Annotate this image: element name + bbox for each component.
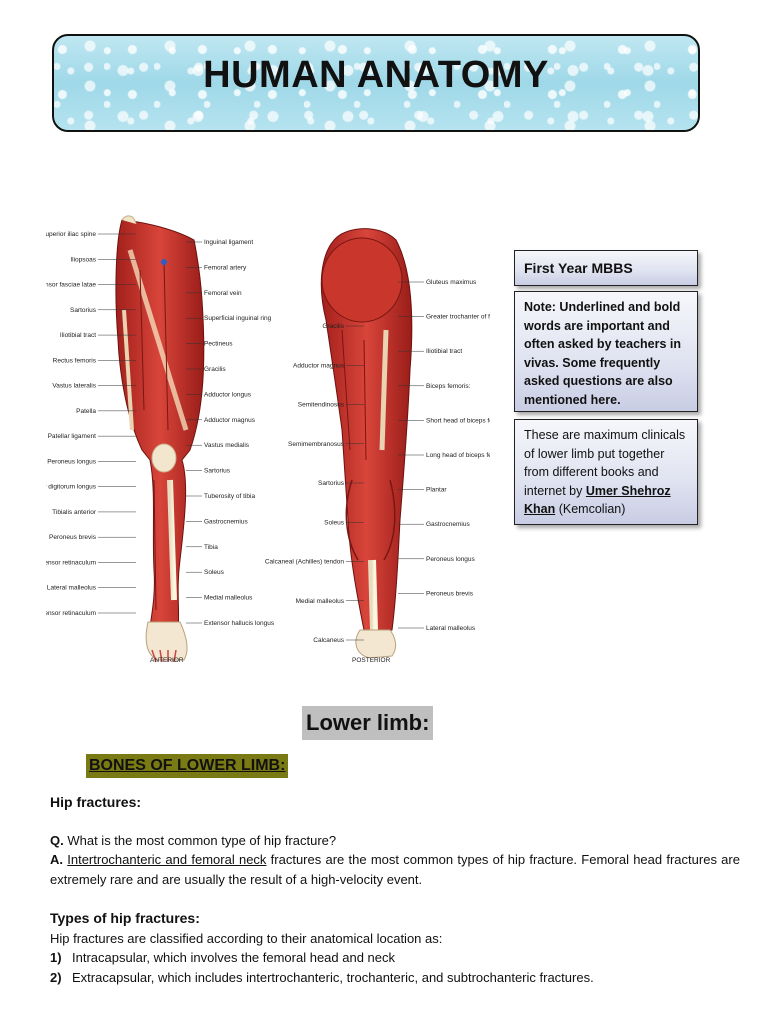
question-label: Q.: [50, 833, 64, 848]
question: Q. What is the most common type of hip f…: [50, 831, 740, 851]
anatomy-label: Gracilis: [204, 366, 226, 373]
list-item-text: Extracapsular, which includes intertroch…: [72, 969, 594, 985]
anatomy-label: Pectineus: [204, 341, 233, 348]
credits-box: These are maximum clinicals of lower lim…: [514, 419, 698, 525]
list-item: 2) Extracapsular, which includes intertro…: [50, 968, 740, 988]
anatomy-label: Lateral malleolus: [47, 585, 97, 592]
list-item-number: 2): [50, 969, 62, 985]
anatomy-label: Peroneus brevis: [49, 534, 97, 541]
anatomy-label: Patellar ligament: [48, 433, 97, 440]
anatomy-label: Anterior superior iliac spine: [46, 231, 96, 238]
anatomy-label: Extensor hallucis longus: [204, 620, 275, 627]
answer-label: A.: [50, 852, 63, 867]
anatomy-label: Tibia: [204, 544, 218, 551]
anatomy-label: Rectus femoris: [53, 357, 97, 364]
anatomy-label: Extensor digitorum longus: [46, 484, 97, 491]
anatomy-label: Greater trochanter of femur: [426, 314, 490, 321]
bones-heading: BONES OF LOWER LIMB:: [86, 754, 289, 778]
anatomy-label: Gracilis: [322, 323, 344, 330]
muscle-diagram-svg: ANTERIOR POSTERIOR Anterior superior ili…: [9, 215, 509, 664]
anatomy-label: Lateral malleolus: [426, 625, 476, 632]
anatomy-label: Superficial inguinal ring: [204, 315, 272, 322]
anatomy-label: Semimembranosus: [288, 441, 345, 448]
section-title: Lower limb:: [302, 706, 434, 740]
posterior-leg-drawing: [320, 228, 413, 659]
anatomy-label: Sartorius: [70, 307, 97, 314]
course-label-box: First Year MBBS: [514, 250, 698, 286]
note-box: Note: Underlined and bold words are impo…: [514, 291, 698, 412]
anatomy-label: Calcaneus: [313, 637, 344, 644]
question-text: What is the most common type of hip frac…: [63, 833, 337, 848]
page-title: HUMAN ANATOMY: [203, 54, 549, 96]
anatomy-label: Adductor magnus: [293, 362, 345, 369]
note-text: Note: Underlined and bold words are impo…: [524, 300, 682, 407]
list-item-text: Intracapsular, which involves the femora…: [72, 950, 396, 965]
anatomy-label: Tensor fasciae latae: [46, 282, 96, 289]
anatomy-label: Biceps femoris:: [426, 383, 471, 390]
anatomy-label: Calcaneal (Achilles) tendon: [265, 559, 345, 566]
types-list: 1) Intracapsular, which involves the femo…: [50, 948, 740, 987]
bones-heading-text: BONES OF LOWER LIMB:: [89, 757, 286, 774]
anterior-caption: ANTERIOR: [150, 657, 184, 664]
answer-underlined: Intertrochanteric and femoral neck: [67, 852, 267, 867]
author-name: Umer Shehroz Khan: [524, 483, 671, 517]
anatomy-label: Tibialis anterior: [52, 509, 97, 516]
anatomy-label: Tuberosity of tibia: [204, 493, 255, 500]
anatomy-label: Plantar: [426, 487, 447, 494]
anatomy-label: Inguinal ligament: [204, 239, 253, 246]
anatomy-label: Iliotibial tract: [60, 332, 96, 339]
anatomy-label: Peroneus longus: [426, 556, 476, 563]
anatomy-label: Iliopsoas: [70, 256, 96, 263]
anatomy-label: Semitendinosus: [298, 402, 345, 409]
hip-fractures-heading: Hip fractures:: [50, 794, 142, 810]
anatomy-label: Gastrocnemius: [426, 521, 470, 528]
anatomy-label: Patella: [76, 408, 96, 415]
anatomy-label: Soleus: [324, 519, 345, 526]
course-label: First Year MBBS: [524, 260, 633, 276]
credits-post: (Kemcolian): [555, 502, 626, 516]
anatomy-label: Superior extensor retinaculum: [46, 559, 96, 566]
anatomy-label: Vastus medialis: [204, 442, 250, 449]
anatomy-label: Inferior extensor retinaculum: [46, 610, 96, 617]
anatomy-label: Iliotibial tract: [426, 348, 462, 355]
anatomy-label: Short head of biceps femoris: [426, 417, 490, 424]
posterior-caption: POSTERIOR: [352, 657, 391, 664]
anterior-leg-drawing: [115, 215, 205, 663]
types-heading: Types of hip fractures:: [50, 910, 200, 926]
anatomy-label: Peroneus brevis: [426, 590, 474, 597]
list-item: 1) Intracapsular, which involves the femo…: [50, 948, 740, 968]
anatomy-label: Sartorius: [318, 480, 345, 487]
types-intro: Hip fractures are classified according t…: [50, 931, 443, 946]
anatomy-label: Sartorius: [204, 468, 231, 475]
title-banner: HUMAN ANATOMY: [52, 34, 700, 132]
answer-text: fractures are the most common types of h…: [50, 852, 740, 887]
anatomy-label: Femoral artery: [204, 264, 247, 271]
anatomy-label: Soleus: [204, 569, 225, 576]
answer: A. Intertrochanteric and femoral neck fr…: [50, 850, 740, 889]
anatomy-label: Vastus lateralis: [52, 383, 96, 390]
anatomy-label: Femoral vein: [204, 290, 242, 297]
anatomy-label: Adductor longus: [204, 391, 252, 398]
anatomy-label: Adductor magnus: [204, 417, 256, 424]
list-item-number: 1): [50, 950, 62, 965]
anatomy-label: Medial malleolus: [296, 598, 345, 605]
credits-pre: These are maximum clinicals of lower lim…: [524, 428, 686, 498]
types-list-container: 1) Intracapsular, which involves the femo…: [50, 948, 740, 987]
lower-limb-muscles-illustration: ANTERIOR POSTERIOR Anterior superior ili…: [9, 210, 509, 670]
anatomy-label: Long head of biceps femoris: [426, 452, 490, 459]
credits-text: These are maximum clinicals of lower lim…: [515, 420, 697, 525]
anatomy-label: Gastrocnemius: [204, 518, 248, 525]
anatomy-label: Medial malleolus: [204, 595, 253, 602]
anatomy-label: Peroneus longus: [47, 458, 97, 465]
anatomy-label: Gluteus maximus: [426, 279, 477, 286]
